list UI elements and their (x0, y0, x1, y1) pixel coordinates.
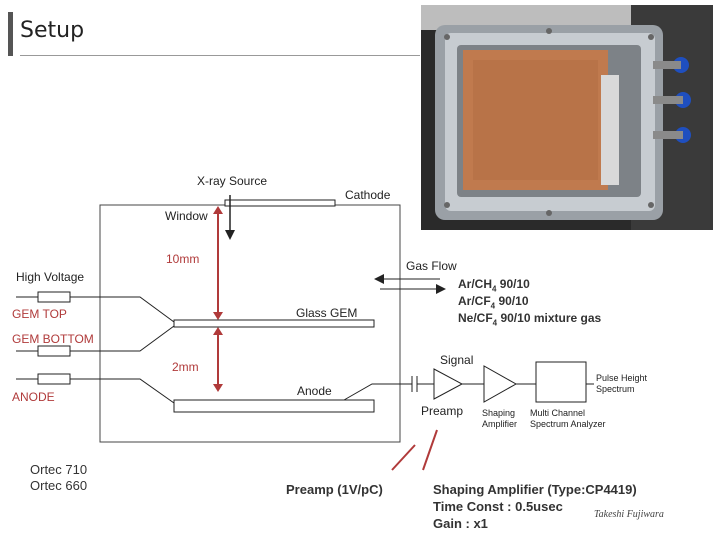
hv-connector-1 (37, 291, 71, 303)
shaping-amp-symbol (483, 365, 518, 403)
title-accent-bar (8, 12, 13, 56)
mca-label-line1: Multi Channel (530, 408, 586, 418)
gain: Gain : x1 (433, 516, 488, 531)
gas-1-sub: 4 (492, 284, 497, 294)
signal-label: Signal (440, 353, 474, 367)
shaping-amp-spec: Shaping Amplifier (Type:CP4419) (433, 482, 637, 497)
gem-bottom-label: GEM BOTTOM (12, 332, 94, 346)
glass-gem-label: Glass GEM (296, 306, 358, 320)
shaping-amp-label: Shaping Amplifier (482, 408, 517, 430)
mca-box (535, 361, 587, 403)
anode-plate (173, 399, 375, 413)
mca-label: Multi Channel Spectrum Analyzer (530, 408, 606, 430)
chamber-photo (421, 5, 713, 230)
xray-source-label: X-ray Source (197, 174, 268, 188)
gap-2mm-label: 2mm (172, 360, 199, 374)
gas-1-ratio: 90/10 (496, 277, 530, 291)
gas-3-sub: 4 (492, 318, 498, 328)
hv-connector-3 (37, 373, 71, 385)
window-label: Window (165, 209, 208, 223)
preamp-symbol (433, 368, 464, 400)
gas-3-name: Ne/CF (458, 311, 493, 325)
gap-10mm-label: 10mm (166, 252, 200, 266)
gas-mixture-3: Ne/CF4 90/10 mixture gas (458, 311, 601, 327)
anode-label: Anode (297, 384, 332, 398)
gas-3-ratio: 90/10 mixture gas (497, 311, 602, 325)
gas-2-name: Ar/CF (458, 294, 491, 308)
title-underline (20, 55, 420, 56)
gas-flow-label: Gas Flow (406, 259, 457, 273)
ortec-660-label: Ortec 660 (30, 478, 88, 493)
anode-line-label: ANODE (12, 390, 55, 404)
author-credit: Takeshi Fujiwara (594, 509, 664, 520)
page-title: Setup (20, 18, 85, 43)
preamp-spec: Preamp (1V/pC) (286, 482, 383, 497)
gem-top-label: GEM TOP (12, 307, 67, 321)
ortec-notes: Ortec 710 Ortec 660 (30, 462, 87, 494)
time-constant: Time Const : 0.5usec (433, 499, 563, 514)
glass-gem-plate (173, 319, 375, 328)
gas-2-sub: 4 (490, 301, 496, 311)
gas-mixture-2: Ar/CF4 90/10 (458, 294, 529, 310)
shaping-amp-label-line1: Shaping (482, 408, 516, 418)
cathode-label: Cathode (345, 188, 391, 202)
high-voltage-label: High Voltage (16, 270, 85, 284)
ortec-710-label: Ortec 710 (30, 462, 88, 477)
pulse-height-label-line1: Pulse Height (596, 373, 648, 383)
gas-mixture-1: Ar/CH4 90/10 (458, 277, 530, 293)
pulse-height-label: Pulse Height Spectrum (596, 373, 647, 395)
gas-2-ratio: 90/10 (495, 294, 529, 308)
hv-connector-2 (37, 345, 71, 357)
preamp-label: Preamp (421, 404, 464, 418)
shaping-amp-label-line2: Amplifier (482, 419, 518, 429)
cathode-plate (224, 199, 336, 207)
pulse-height-label-line2: Spectrum (596, 384, 635, 394)
mca-label-line2: Spectrum Analyzer (530, 419, 606, 429)
gas-1-name: Ar/CH (458, 277, 493, 291)
